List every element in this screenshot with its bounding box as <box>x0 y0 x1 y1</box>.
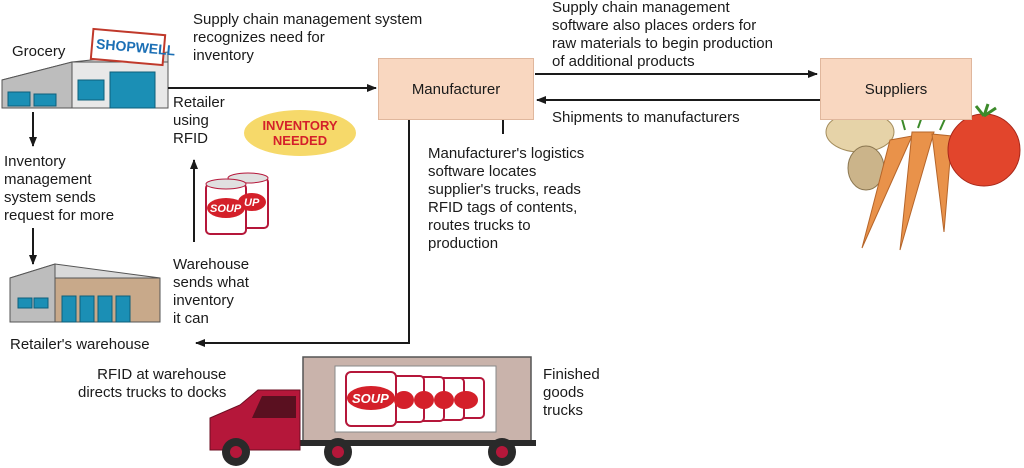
up-can-label: UP <box>244 197 260 209</box>
warehouse-building-icon <box>9 263 161 323</box>
inventory-mgmt-label: Inventory management system sends reques… <box>4 153 115 224</box>
inventory-needed-label: INVENTORY NEEDED <box>262 118 338 148</box>
shipments-label: Shipments to manufacturers <box>552 109 740 126</box>
vegetables-icon <box>825 103 1021 251</box>
rfid-warehouse-label: RFID at warehouse directs trucks to dock… <box>78 366 227 401</box>
inventory-needed-badge: INVENTORY NEEDED <box>244 110 356 156</box>
grocery-building-icon <box>1 27 169 109</box>
manufacturer-logistics-label: Manufacturer's logistics software locate… <box>428 145 585 252</box>
flow-arrows <box>29 70 820 347</box>
truck-icon <box>209 356 536 466</box>
manufacturer-box: Manufacturer <box>378 58 534 120</box>
grocery-label: Grocery <box>12 43 66 60</box>
arrow-manufacturer-to-warehouse <box>195 120 410 347</box>
truck-soup-label: SOUP <box>352 391 389 406</box>
finished-goods-label: Finished goods trucks <box>543 366 600 419</box>
retailer-rfid-label: Retailer using RFID <box>173 94 225 147</box>
manufacturer-label: Manufacturer <box>411 80 501 98</box>
retailers-warehouse-label: Retailer's warehouse <box>10 336 150 353</box>
warehouse-sends-label: Warehouse sends what inventory it can <box>173 256 250 327</box>
suppliers-label: Suppliers <box>864 80 928 98</box>
scm-recognizes-label: Supply chain management system recognize… <box>193 11 423 64</box>
scm-orders-label: Supply chain management software also pl… <box>552 0 773 70</box>
soup-cans-icon <box>205 172 269 235</box>
suppliers-box: Suppliers <box>820 58 972 120</box>
soup-can-label: SOUP <box>210 203 242 215</box>
